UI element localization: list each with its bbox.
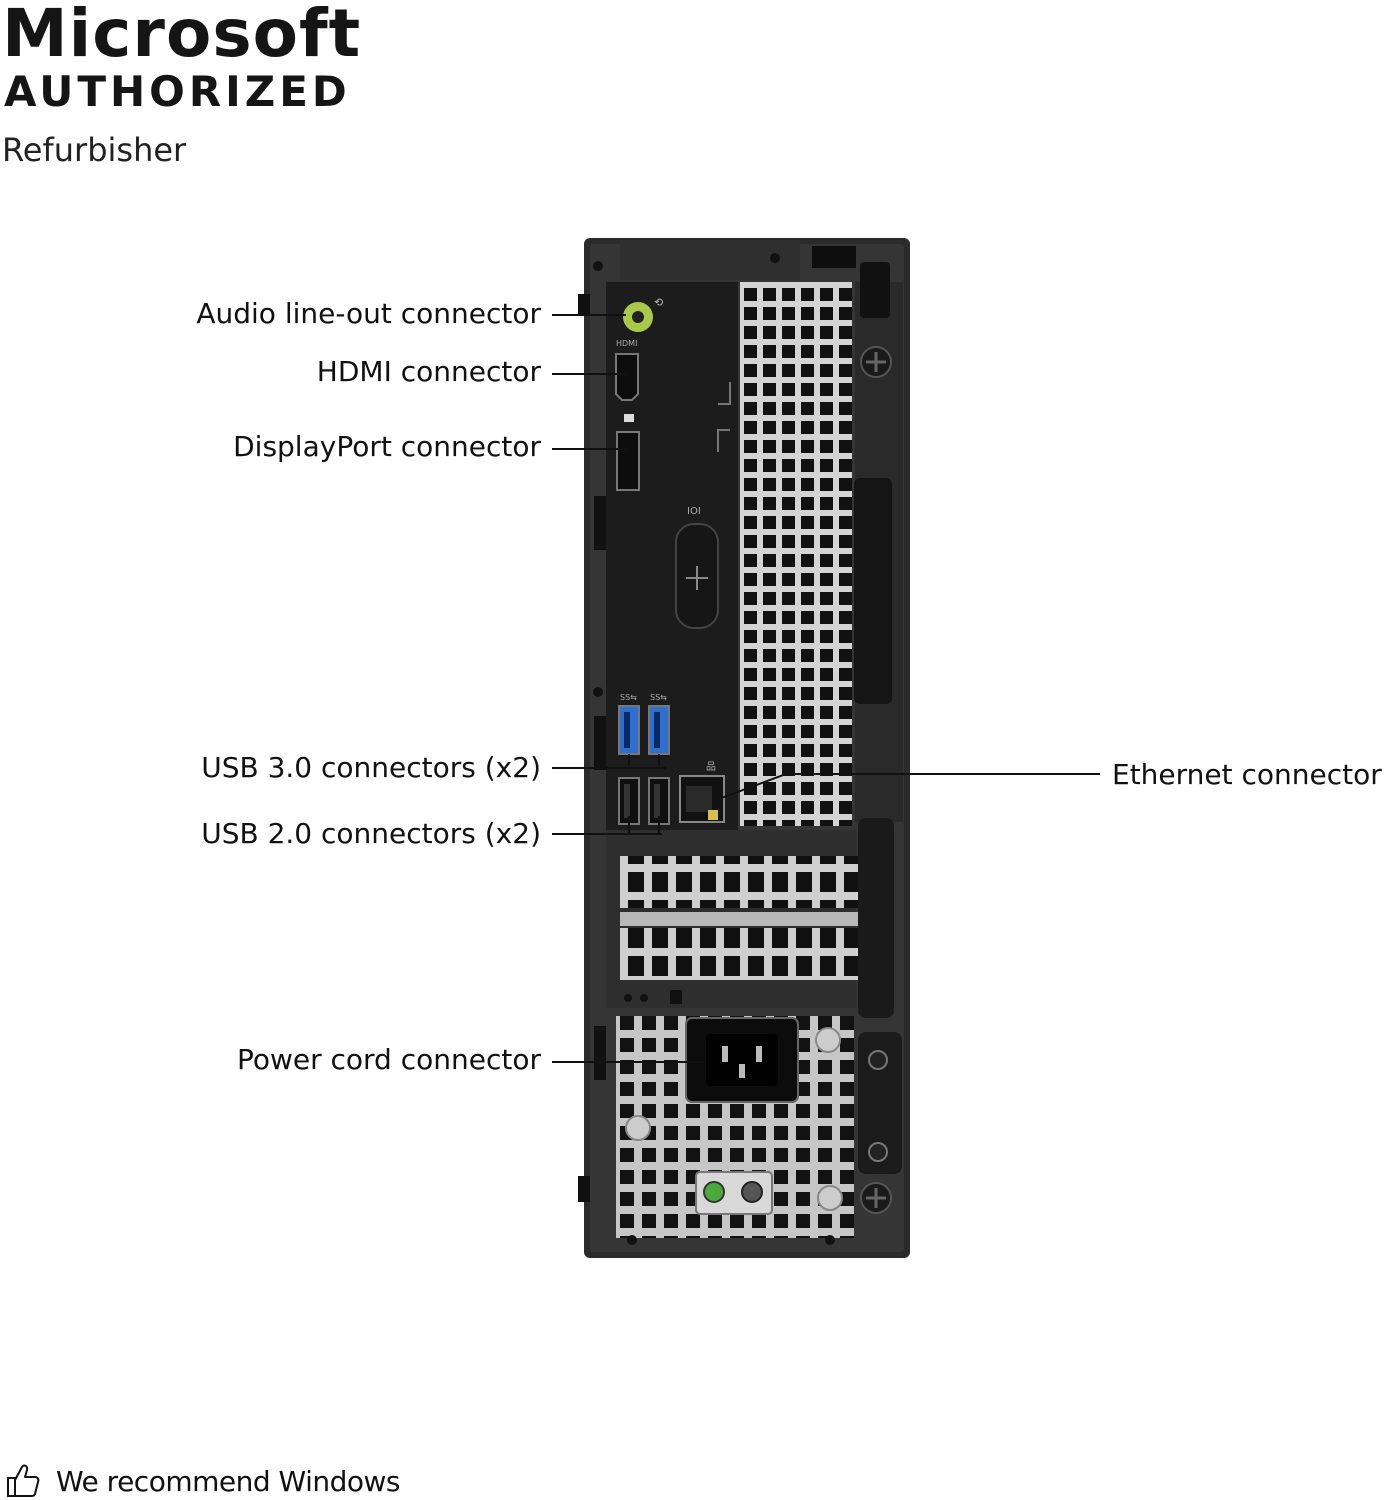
psu-test-button — [741, 1181, 763, 1203]
svg-text:SS⇆: SS⇆ — [650, 693, 667, 702]
footer-recommend: We recommend Windows — [4, 1462, 401, 1500]
callout-usb3: USB 3.0 connectors (x2) — [201, 751, 541, 784]
brand-refurbisher: Refurbisher — [2, 131, 187, 169]
svg-text:SS⇆: SS⇆ — [620, 693, 637, 702]
callout-displayport: DisplayPort connector — [233, 430, 541, 463]
brand-microsoft: Microsoft — [2, 0, 362, 72]
ventilation-grille — [740, 282, 852, 826]
callout-power-cord: Power cord connector — [236, 1043, 541, 1076]
svg-text:品: 品 — [706, 761, 716, 773]
expansion-slot-2 — [620, 928, 860, 980]
footer-text: We recommend Windows — [56, 1464, 401, 1498]
thumbs-up-icon — [7, 1464, 40, 1497]
callout-ethernet: Ethernet connector — [1112, 758, 1382, 791]
callout-audio-line-out: Audio line-out connector — [196, 297, 541, 330]
psu-test-led — [703, 1181, 725, 1203]
svg-text:⟲: ⟲ — [654, 296, 663, 309]
svg-text:HDMI: HDMI — [616, 339, 637, 348]
expansion-slot-1 — [620, 856, 860, 908]
svg-text:IOI: IOI — [687, 506, 701, 517]
displayport-port — [616, 431, 640, 491]
brand-authorized: AUTHORIZED — [4, 67, 351, 116]
hdmi-port — [615, 353, 639, 401]
callout-hdmi: HDMI connector — [316, 355, 541, 388]
callout-usb2: USB 2.0 connectors (x2) — [201, 817, 541, 850]
